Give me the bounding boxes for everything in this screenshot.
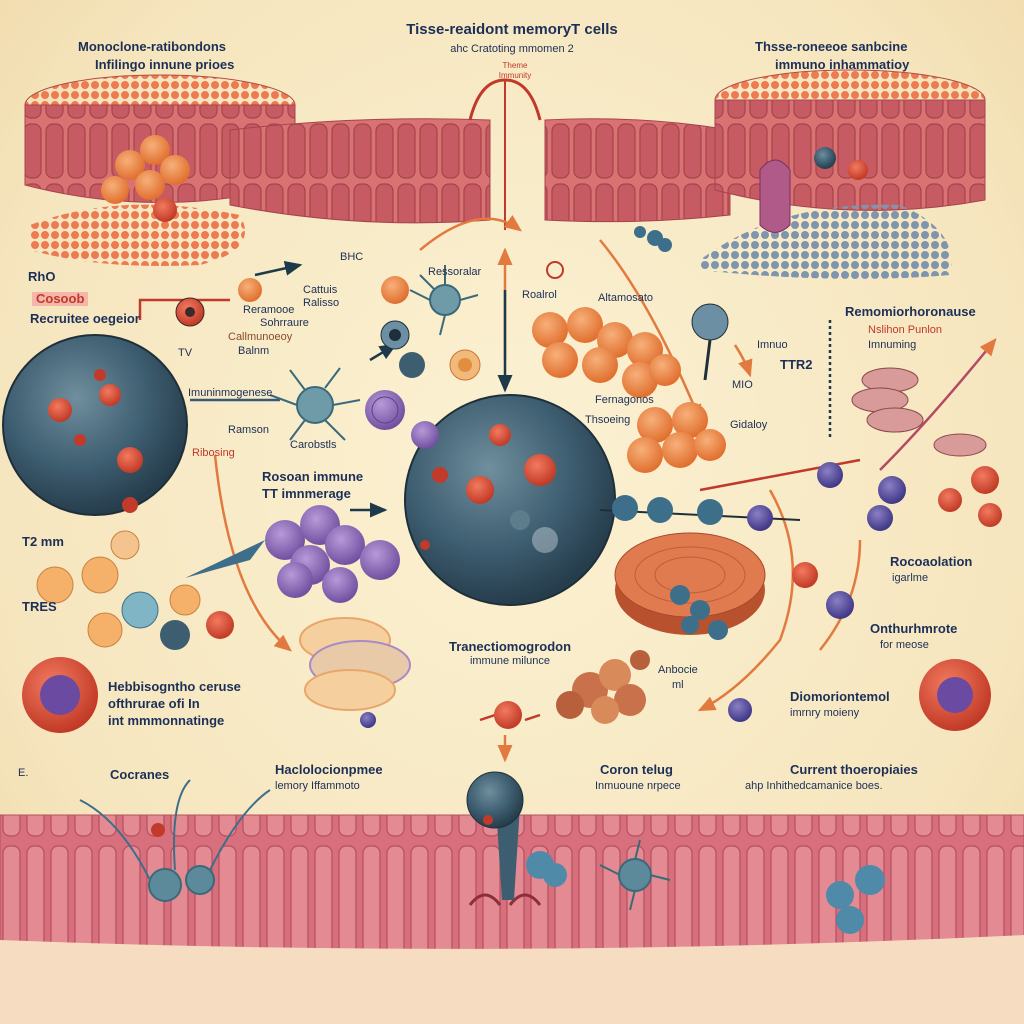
label-ressonn-1: Rosoan immune bbox=[262, 469, 364, 484]
memory-t-cell-left bbox=[2, 334, 188, 516]
label-current-2: ahp Inhithedcamanice boes. bbox=[745, 780, 883, 792]
orange-cell-cluster bbox=[532, 261, 726, 473]
label-gallium-2: Balnm bbox=[238, 345, 270, 357]
label-trans-2: immune milunce bbox=[469, 655, 551, 667]
label-diomo-1: Diomoriontemol bbox=[790, 689, 890, 704]
label-tres: TRES bbox=[22, 599, 57, 614]
label-top-left-2: Infilingo innune prioes bbox=[95, 57, 235, 72]
label-canceso-2: Ralisso bbox=[303, 297, 340, 309]
fibrous-structure bbox=[299, 617, 411, 728]
memory-t-cell-center bbox=[404, 394, 616, 606]
label-ressonn-2: TT imnmerage bbox=[262, 486, 351, 501]
label-hep-3: int mmmonnatinge bbox=[108, 713, 225, 728]
mixed-cells-left bbox=[36, 530, 265, 650]
label-gidaloy: Gidaloy bbox=[730, 419, 768, 431]
label-cor-1: Coron telug bbox=[600, 762, 673, 777]
label-trans-1: Tranectiomogrodon bbox=[448, 639, 572, 654]
label-altamosato: Altamosato bbox=[598, 292, 654, 304]
label-gallium-1: Callmunoeoy bbox=[228, 331, 293, 343]
label-t2: T2 mm bbox=[22, 534, 64, 549]
label-e: E. bbox=[18, 767, 29, 779]
macrophage-left bbox=[22, 657, 98, 733]
label-right-mid-3: Imnuming bbox=[868, 339, 917, 351]
blue-cell-mass bbox=[700, 147, 952, 279]
label-remonno-2: Sohrraure bbox=[260, 317, 309, 329]
title-main: Tisse-reaidont memoryT cells bbox=[406, 21, 618, 38]
label-bhc: BHC bbox=[340, 251, 364, 263]
label-onth-1: Onthurhmrote bbox=[870, 621, 958, 636]
label-cor-2: Inmuoune nrpece bbox=[595, 780, 681, 792]
label-tv: TV bbox=[178, 347, 193, 359]
label-roalrol: Roalrol bbox=[522, 289, 557, 301]
label-hep-2: ofthrurae ofi In bbox=[108, 696, 200, 711]
label-rocca-2: igarlme bbox=[892, 572, 929, 584]
label-top-right-1: Thsse-roneeoe sanbcine bbox=[755, 39, 908, 54]
label-halo-1: Haclolocionpmee bbox=[275, 762, 383, 777]
label-current-1: Current thoeropiaies bbox=[790, 762, 918, 777]
label-hep-1: Hebbisogntho ceruse bbox=[108, 679, 241, 694]
cells-bottom-center bbox=[151, 701, 885, 934]
label-carobstle: Carobstls bbox=[290, 439, 337, 451]
label-diomo-2: imrnry moieny bbox=[790, 707, 860, 719]
tissue-disc bbox=[614, 532, 766, 640]
label-halo-2: lemory Iffammoto bbox=[275, 780, 360, 792]
label-ferangons: Fernagonos bbox=[595, 394, 654, 406]
title-tag-1: Theme bbox=[502, 61, 528, 70]
label-ribosing: Ribosing bbox=[192, 447, 235, 459]
label-top-right-2: immuno inhammatioy bbox=[775, 57, 910, 72]
label-onth-2: for meose bbox=[880, 639, 929, 651]
label-top-left-1: Monoclone-ratibondons bbox=[78, 39, 227, 54]
label-right-mid-2: Nslihon Punlon bbox=[868, 324, 942, 336]
label-anbocine-2: ml bbox=[672, 679, 684, 691]
title-tag-2: Immunity bbox=[498, 71, 532, 80]
label-canceso-1: Cattuis bbox=[303, 284, 338, 296]
orange-cell-mass bbox=[30, 135, 245, 266]
label-tr2: TTR2 bbox=[780, 357, 813, 372]
purple-cell-cluster bbox=[265, 505, 400, 603]
label-cocranes: Cocranes bbox=[110, 767, 170, 782]
label-rocca-1: Rocoaolation bbox=[890, 554, 973, 569]
label-ressorale: Ressoralar bbox=[428, 266, 482, 278]
small-cells-left bbox=[175, 276, 481, 449]
label-cosmos: Cosoob bbox=[32, 292, 89, 306]
label-rho: RhO bbox=[28, 269, 56, 284]
label-immuno-tr: Imnuo bbox=[757, 339, 788, 351]
label-thoeing: Thsoeing bbox=[585, 414, 631, 426]
right-side-cells bbox=[634, 226, 1002, 731]
label-right-mid-1: Remomiorhoronause bbox=[845, 304, 976, 319]
label-immunogene: Imuninmogenese bbox=[188, 387, 273, 399]
dendritic-cells bbox=[79, 265, 671, 911]
title-sub: ahc Cratoting mmomen 2 bbox=[450, 43, 574, 55]
label-anbocine-1: Anbocie bbox=[658, 664, 698, 676]
pathway-arrows bbox=[138, 215, 997, 763]
label-mio: MIO bbox=[732, 379, 753, 391]
label-recruite: Recruitee oegeior bbox=[30, 311, 140, 326]
label-ramson: Ramson bbox=[228, 424, 269, 436]
label-remonno-1: Reramooe bbox=[243, 304, 295, 316]
cell-aggregate bbox=[556, 650, 650, 724]
cell-chain bbox=[599, 495, 801, 531]
